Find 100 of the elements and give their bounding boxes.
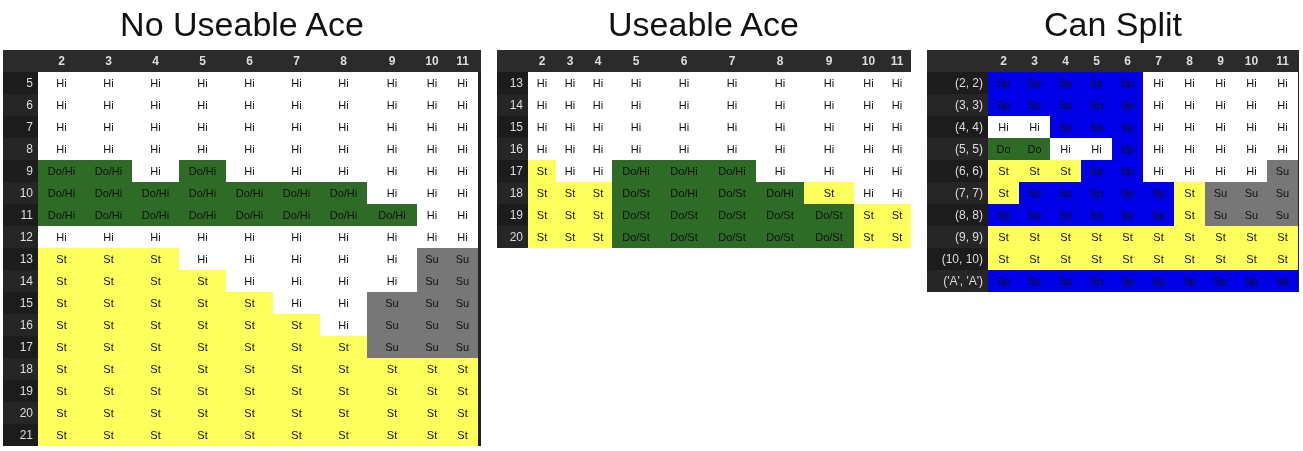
- strategy-cell: Hi: [226, 116, 273, 138]
- row-header: 6: [3, 94, 38, 116]
- strategy-cell: St: [1112, 248, 1143, 270]
- strategy-cell: St: [38, 402, 85, 424]
- strategy-cell: St: [38, 314, 85, 336]
- row-header: 17: [3, 336, 38, 358]
- strategy-cell: St: [38, 336, 85, 358]
- strategy-cell: Sp: [1081, 72, 1112, 94]
- strategy-cell: Hi: [273, 160, 320, 182]
- strategy-cell: Hi: [556, 138, 584, 160]
- strategy-cell: Hi: [708, 72, 756, 94]
- strategy-cell: Sp: [988, 270, 1019, 292]
- strategy-cell: Do/St: [708, 226, 756, 248]
- strategy-cell: Hi: [417, 72, 447, 94]
- strategy-cell: Hi: [1174, 116, 1205, 138]
- strategy-cell: Hi: [273, 292, 320, 314]
- row-header: (4, 4): [927, 116, 988, 138]
- strategy-cell: St: [1267, 248, 1298, 270]
- strategy-cell: Hi: [1174, 94, 1205, 116]
- strategy-cell: St: [132, 314, 179, 336]
- strategy-cell: St: [226, 358, 273, 380]
- strategy-cell: Do/Hi: [38, 160, 85, 182]
- strategy-cell: Hi: [417, 226, 447, 248]
- strategy-cell: Do/St: [756, 204, 804, 226]
- strategy-cell: Sp: [1205, 270, 1236, 292]
- strategy-cell: Hi: [660, 94, 708, 116]
- strategy-cell: Hi: [367, 72, 417, 94]
- strategy-cell: St: [528, 204, 556, 226]
- strategy-cell: Su: [1267, 182, 1298, 204]
- strategy-cell: St: [584, 204, 612, 226]
- strategy-cell: Hi: [584, 94, 612, 116]
- strategy-cell: Hi: [367, 226, 417, 248]
- row-header: 16: [497, 138, 528, 160]
- strategy-cell: Hi: [883, 138, 911, 160]
- row-header: (10, 10): [927, 248, 988, 270]
- strategy-cell: St: [132, 270, 179, 292]
- strategy-cell: Do/Hi: [226, 204, 273, 226]
- row-header: 16: [3, 314, 38, 336]
- strategy-cell: St: [1236, 226, 1267, 248]
- strategy-cell: St: [85, 380, 132, 402]
- strategy-cell: Do/Hi: [179, 160, 226, 182]
- strategy-cell: Sp: [1081, 204, 1112, 226]
- strategy-cell: St: [1050, 160, 1081, 182]
- strategy-cell: Hi: [38, 72, 85, 94]
- strategy-cell: Hi: [1081, 138, 1112, 160]
- strategy-cell: St: [85, 270, 132, 292]
- row-header: 18: [3, 358, 38, 380]
- strategy-cell: Sp: [1050, 72, 1081, 94]
- strategy-cell: St: [528, 160, 556, 182]
- row-header: 21: [3, 424, 38, 446]
- strategy-cell: Hi: [804, 72, 854, 94]
- strategy-cell: St: [1143, 248, 1174, 270]
- strategy-cell: Su: [447, 270, 478, 292]
- strategy-cell: St: [320, 402, 367, 424]
- strategy-cell: Sp: [1019, 72, 1050, 94]
- strategy-cell: Sp: [1236, 270, 1267, 292]
- table-title: Useable Ace: [607, 4, 800, 45]
- strategy-cell: St: [556, 226, 584, 248]
- strategy-cell: St: [179, 402, 226, 424]
- strategy-cell: Sp: [1143, 182, 1174, 204]
- strategy-cell: St: [132, 248, 179, 270]
- table-title: Can Split: [1043, 4, 1183, 45]
- row-header: 15: [497, 116, 528, 138]
- strategy-cell: Hi: [179, 94, 226, 116]
- strategy-cell: Hi: [804, 160, 854, 182]
- strategy-cell: St: [883, 226, 911, 248]
- strategy-cell: Sp: [1081, 116, 1112, 138]
- row-header: 13: [497, 72, 528, 94]
- strategy-cell: Hi: [226, 248, 273, 270]
- strategy-cell: St: [132, 424, 179, 446]
- strategy-cell: St: [85, 336, 132, 358]
- strategy-cell: Hi: [320, 138, 367, 160]
- strategy-cell: St: [584, 226, 612, 248]
- strategy-cell: St: [1019, 248, 1050, 270]
- strategy-cell: Do/St: [612, 182, 660, 204]
- strategy-cell: Hi: [660, 72, 708, 94]
- strategy-cell: Hi: [179, 248, 226, 270]
- strategy-cell: St: [38, 270, 85, 292]
- strategy-cell: Su: [1236, 182, 1267, 204]
- strategy-cell: St: [85, 424, 132, 446]
- strategy-cell: Su: [417, 314, 447, 336]
- strategy-cell: Hi: [367, 138, 417, 160]
- strategy-cell: St: [38, 248, 85, 270]
- strategy-cell: Hi: [708, 138, 756, 160]
- row-header: 9: [3, 160, 38, 182]
- strategy-cell: Hi: [179, 226, 226, 248]
- strategy-cell: Hi: [1267, 138, 1298, 160]
- strategy-cell: Do/St: [660, 204, 708, 226]
- strategy-cell: St: [417, 424, 447, 446]
- strategy-cell: Hi: [273, 72, 320, 94]
- strategy-cell: Hi: [132, 116, 179, 138]
- strategy-cell: Su: [447, 336, 478, 358]
- strategy-cell: Sp: [1019, 182, 1050, 204]
- row-header: (7, 7): [927, 182, 988, 204]
- row-header: 19: [3, 380, 38, 402]
- strategy-cell: Hi: [38, 138, 85, 160]
- strategy-cell: Su: [367, 314, 417, 336]
- strategy-cell: Do/Hi: [85, 204, 132, 226]
- strategy-cell: Sp: [1081, 270, 1112, 292]
- strategy-cell: Su: [417, 336, 447, 358]
